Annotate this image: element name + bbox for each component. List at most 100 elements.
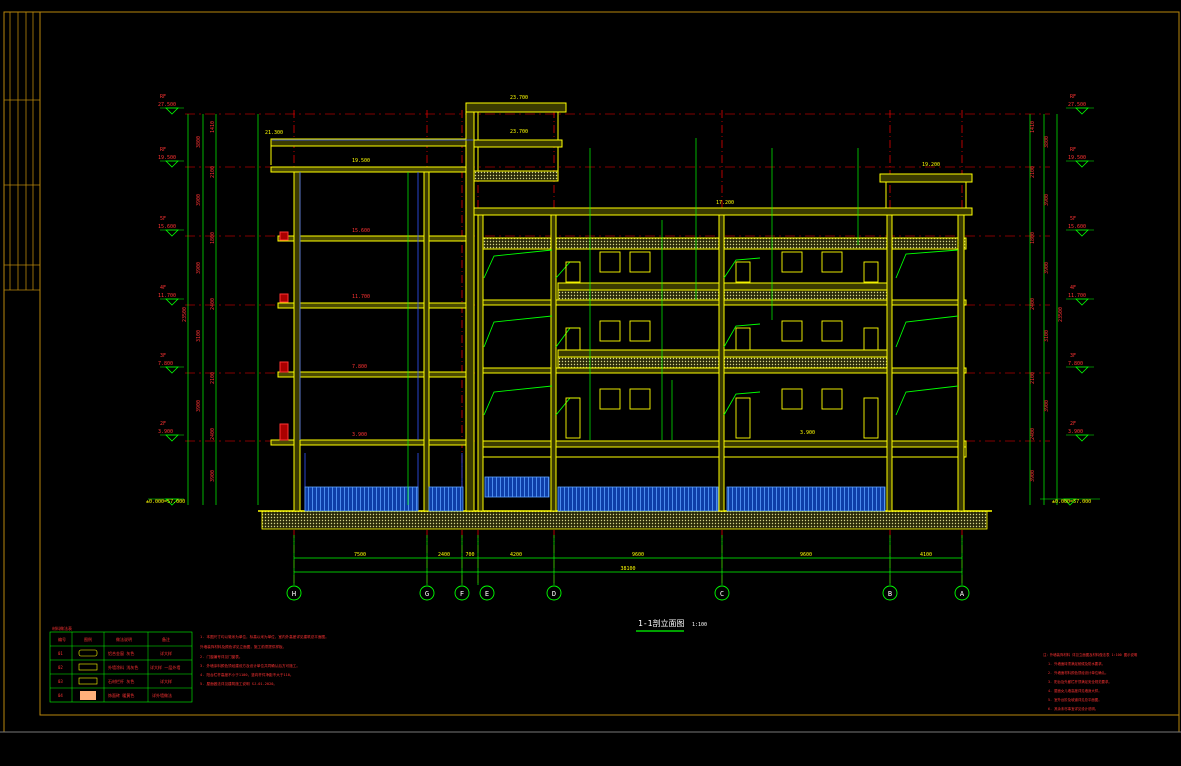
right-vertical-dims: 1410 3800 2100 3900 1800 3900 2400 3100 … [1030,121,1064,482]
elevation-name: 5F [160,216,166,222]
center-notes: 1. 本图尺寸均以毫米为单位，标高以米为单位，室内外高差详见建筑总平面图。 外墙… [200,634,329,686]
right-notes: 注：外墙装饰材料 详见立面图及材料做法表 1:100 图示说明 1. 外墙面砖须… [1043,652,1138,711]
dim-text: 3900 [196,262,202,274]
elevation-name: 3F [160,353,166,359]
dim-text: 3900 [1044,262,1050,274]
note-line: 3. 阳台及外廊栏杆须满足安全规范要求。 [1048,679,1112,684]
level-mark: 23.700 [510,95,528,101]
level-mark: 17.200 [716,200,734,206]
dim-text: 23500 [182,307,188,322]
level-mark: 15.600 [352,228,370,234]
axis-label: H [292,590,296,598]
legend-header: 图例 [84,636,92,642]
legend-swatch-wall [78,663,98,671]
interior-partitions [272,139,474,511]
axis-label: D [552,590,556,598]
span-label: 4200 [510,552,522,558]
note-line: 外墙装饰材料及颜色详见立面图，施工前须提供样板。 [200,644,286,649]
elevation-markers-right: RF 27.500 RF 19.500 5F 15.600 4F 11.700 … [1040,94,1100,506]
ground-floor-glazing [304,476,886,512]
note-line: 6. 其余未尽事宜详见设计说明。 [1048,706,1098,711]
span-total-label: 38100 [620,566,635,572]
span-label: 9600 [632,552,644,558]
elevation-name: RF [1070,147,1076,153]
elevation-name: 2F [160,421,166,427]
elevation-marker: RF 19.500 [158,147,184,168]
legend-desc: 饰面砖 暖黄色 [108,692,134,698]
elevation-value: 27.500 [158,102,176,108]
elevation-value: 3.900 [1068,429,1083,435]
dim-text: 1800 [210,232,216,244]
legend-header: 做法说明 [116,636,132,642]
axis-label: A [960,590,965,598]
dim-text: 3800 [196,136,202,148]
binding-strip [4,12,40,291]
level-mark: 11.700 [352,294,370,300]
legend-swatch-tile [80,691,96,700]
axis-bubble: C [714,585,730,601]
elevation-value: ±0.000=57.000 [1052,499,1091,505]
note-line: 1. 外墙面砖须满足耐候及防水要求。 [1048,661,1105,666]
dim-text: 3900 [1030,470,1036,482]
level-mark: 19.500 [352,158,370,164]
dim-text: 2100 [1030,166,1036,178]
note-line: 3. 外墙涂料颜色须经建设方及设计单位共同确认后方可施工。 [200,663,300,668]
elevation-value: 15.600 [158,224,176,230]
dim-text: 2400 [210,298,216,310]
dim-text: 3900 [210,470,216,482]
horizontal-dimensions [293,535,963,585]
drawing-title-block: 1-1剖立面图 1:100 [636,618,707,632]
elevation-marker: 3F 7.800 [1066,353,1094,374]
stair-tower [465,102,567,182]
elevation-value: 7.800 [158,361,173,367]
legend-swatch-window [78,649,98,657]
level-mark: 3.900 [800,430,815,436]
elevation-name: 2F [1070,421,1076,427]
axis-label: E [485,590,489,598]
section-building [270,104,475,512]
note-line: 注：外墙装饰材料 详见立面图及材料做法表 1:100 图示说明 [1043,652,1138,657]
drawing-scale: 1:100 [692,622,707,628]
dim-text: 2400 [210,428,216,440]
interior-level-marks: 23.700 23.700 21.300 19.500 17.200 19.20… [265,95,940,438]
elevation-value: 3.900 [158,429,173,435]
axis-bubble: A [954,585,970,601]
legend-note: 详大样 一层外墙 [150,664,180,670]
elevation-value: 19.500 [158,155,176,161]
legend-desc: 石材栏杆 灰色 [108,678,134,684]
elevation-marker: 4F 11.700 [1066,285,1094,306]
elevation-name: RF [160,147,166,153]
axis-label: C [720,590,724,598]
elevation-name: RF [1070,94,1076,100]
note-line: 1. 本图尺寸均以毫米为单位，标高以米为单位，室内外高差详见建筑总平面图。 [200,634,329,639]
level-mark: 21.300 [265,130,283,136]
legend-table: 材料做法表 编号 图例 做法说明 备注 01 铝合金窗 灰色 详大样 02 外墙… [49,625,193,703]
elevation-value: 11.700 [158,293,176,299]
note-line: 2. 外墙面材料颜色须经设计单位确认。 [1048,670,1108,675]
elevation-name: 3F [1070,353,1076,359]
dim-text: 1410 [1030,121,1036,133]
axis-label: B [888,590,892,598]
elevation-marker: 3F 7.800 [158,353,184,374]
level-mark: 3.900 [352,432,367,438]
legend-desc: 铝合金窗 灰色 [108,650,134,656]
legend-code: 04 [58,693,63,698]
axis-bubble: F [454,585,470,601]
elevation-value: 11.700 [1068,293,1086,299]
elevation-marker: RF 27.500 [158,94,184,115]
legend-header: 编号 [58,636,66,642]
span-label: 4100 [920,552,932,558]
dim-text: 2100 [1030,372,1036,384]
axis-bubble: D [546,585,562,601]
dim-text: 3800 [1044,136,1050,148]
note-line: 4. 阳台栏杆高度不小于1100，竖向杆件净距不大于110。 [200,672,294,677]
dim-text: 3100 [1044,330,1050,342]
elevation-markers-left: RF 27.500 RF 19.500 5F 15.600 4F 11.700 … [146,94,185,506]
axis-bubble: B [882,585,898,601]
span-label: 700 [465,552,474,558]
legend-title: 材料做法表 [52,625,72,631]
dim-text: 3900 [1044,194,1050,206]
note-line: 5. 室外台阶及坡道详见总平面图。 [1048,697,1102,702]
floor-level-lines [185,113,1050,442]
